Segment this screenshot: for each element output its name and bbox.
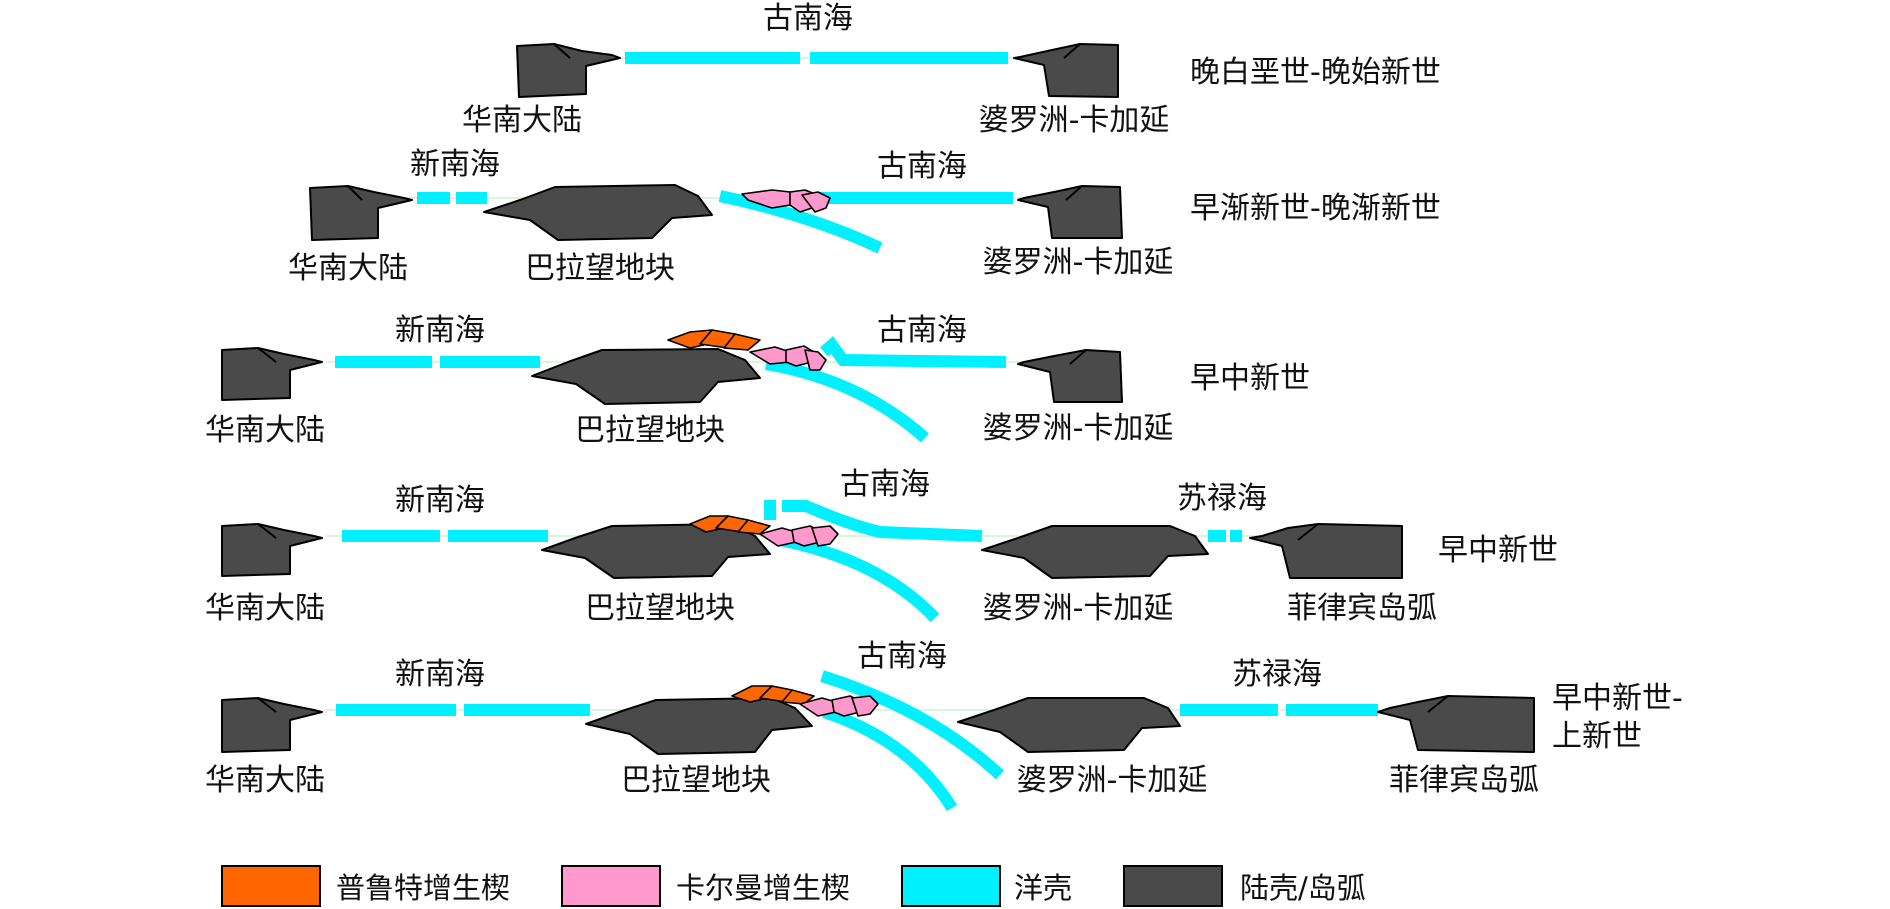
legend-label-kaer: 卡尔曼增生楔 (676, 871, 850, 905)
stage-period-label: 上新世 (1552, 719, 1642, 754)
legend-swatch-puluo (221, 865, 321, 907)
feilvbin-arc (1377, 695, 1535, 753)
balawang-block (585, 697, 813, 755)
legend-swatch-continent (1123, 865, 1223, 907)
balawang-block (541, 523, 771, 579)
huanan-continent (516, 43, 621, 98)
sulu-label: 苏禄海 (1177, 481, 1267, 516)
gunanhai-label: 古南海 (840, 467, 930, 502)
huanan-label: 华南大陆 (205, 413, 325, 448)
huanan-continent (221, 523, 323, 577)
gunanhai-ocean-crust (820, 336, 1007, 368)
legend-swatch-ocean (901, 865, 1001, 907)
kaer-wedge (799, 695, 879, 717)
stage-2: 新南海 古南海 华南大陆 巴拉望地块 婆罗洲-卡加延 早渐新世-晚渐新世 (288, 147, 1441, 286)
legend-label-ocean: 洋壳 (1014, 871, 1072, 905)
sulu-label: 苏禄海 (1232, 657, 1322, 692)
huanan-label: 华南大陆 (205, 591, 325, 626)
xinnanhai-label: 新南海 (410, 147, 500, 182)
poluozhou-continent (957, 697, 1181, 753)
gunanhai-label: 古南海 (877, 313, 967, 348)
poluozhou-label: 婆罗洲-卡加延 (983, 591, 1174, 626)
poluozhou-label: 婆罗洲-卡加延 (983, 411, 1174, 446)
stage-period-label: 晚白垩世-晚始新世 (1190, 55, 1441, 90)
gunanhai-ocean-crust (782, 500, 983, 542)
gunanhai-label: 古南海 (763, 1, 853, 36)
poluozhou-label: 婆罗洲-卡加延 (979, 103, 1170, 138)
subducting-slab (718, 190, 883, 254)
balawang-block (483, 184, 713, 241)
subducting-slab (764, 358, 929, 443)
puluo-wedge (689, 515, 771, 535)
legend: 普鲁特增生楔 卡尔曼增生楔 洋壳 陆壳/岛弧 (221, 865, 1366, 907)
stage-1: 古南海 华南大陆 婆罗洲-卡加延 晚白垩世-晚始新世 (462, 1, 1441, 138)
poluozhou-continent (1013, 43, 1119, 98)
poluozhou-continent (981, 525, 1209, 579)
xinnanhai-label: 新南海 (395, 483, 485, 518)
xinnanhai-label: 新南海 (395, 657, 485, 692)
puluo-wedge (731, 685, 815, 705)
kaer-wedge (749, 345, 827, 371)
balawang-label: 巴拉望地块 (525, 251, 675, 286)
huanan-continent (309, 185, 413, 241)
subducting-slab (778, 534, 940, 623)
stage-4: 新南海 古南海 苏禄海 华南大陆 巴拉望地块 婆罗洲-卡加延 菲律宾岛弧 早中新… (205, 467, 1558, 626)
stage-period-label: 早渐新世-晚渐新世 (1190, 191, 1441, 226)
huanan-label: 华南大陆 (205, 763, 325, 798)
balawang-block (531, 348, 761, 405)
puluo-wedge (667, 329, 761, 351)
stage-period-label: 早中新世 (1438, 533, 1558, 568)
legend-label-continent: 陆壳/岛弧 (1240, 871, 1366, 905)
huanan-continent (221, 697, 323, 753)
balawang-label: 巴拉望地块 (621, 763, 771, 798)
gunanhai-label: 古南海 (877, 149, 967, 184)
stage-3: 新南海 古南海 华南大陆 巴拉望地块 婆罗洲-卡加延 早中新世 (205, 313, 1310, 448)
kaer-wedge (759, 525, 839, 547)
poluozhou-label: 婆罗洲-卡加延 (1017, 763, 1208, 798)
huanan-continent (221, 347, 323, 401)
xinnanhai-label: 新南海 (395, 313, 485, 348)
gunanhai-label: 古南海 (857, 639, 947, 674)
legend-label-puluo: 普鲁特增生楔 (336, 871, 510, 905)
gunanhai-ocean-crust (820, 670, 1005, 780)
feilvbin-arc (1249, 523, 1403, 579)
subducting-slab (822, 706, 958, 812)
balawang-label: 巴拉望地块 (585, 591, 735, 626)
poluozhou-continent (1017, 185, 1123, 239)
balawang-label: 巴拉望地块 (575, 413, 725, 448)
feilvbin-label: 菲律宾岛弧 (1287, 591, 1437, 626)
stage-period-label: 早中新世- (1552, 681, 1683, 716)
stage-5: 新南海 古南海 苏禄海 华南大陆 巴拉望地块 婆罗洲-卡加延 菲律宾岛弧 早中新… (205, 639, 1683, 812)
kaer-wedge (741, 189, 831, 213)
legend-swatch-kaer (561, 865, 661, 907)
feilvbin-label: 菲律宾岛弧 (1389, 763, 1539, 798)
huanan-label: 华南大陆 (288, 251, 408, 286)
huanan-label: 华南大陆 (462, 103, 582, 138)
poluozhou-continent (1017, 349, 1123, 403)
stage-period-label: 早中新世 (1190, 361, 1310, 396)
poluozhou-label: 婆罗洲-卡加延 (983, 245, 1174, 280)
